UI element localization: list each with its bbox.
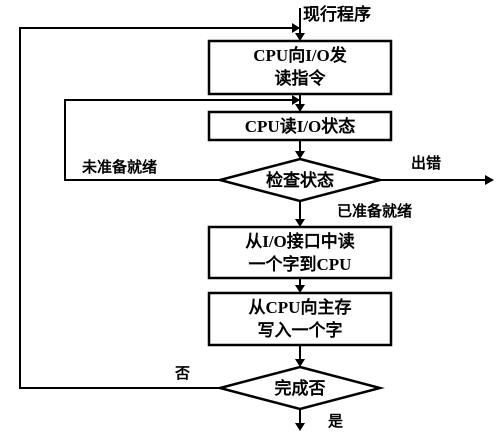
loop-back-arrowhead-done [292, 23, 300, 33]
step-send-read-command-line2: 读指令 [275, 68, 327, 88]
arrowhead-3 [295, 219, 305, 227]
loop-back-line-done [19, 27, 300, 389]
step-read-status-label: CPU读I/O状态 [245, 116, 356, 136]
label-no: 否 [174, 365, 190, 382]
label-ready: 已准备就绪 [337, 202, 412, 220]
arrowhead-4 [295, 285, 305, 293]
exit-arrowhead [295, 423, 305, 431]
step-send-read-command-line1: CPU向I/O发 [253, 45, 347, 65]
arrowhead-1 [295, 104, 305, 112]
step-write-memory-line2: 写入一个字 [258, 320, 343, 340]
step-read-word-line1: 从I/O接口中读 [245, 231, 355, 251]
error-branch-arrowhead [485, 175, 494, 185]
start-label: 现行程序 [303, 4, 371, 24]
label-yes: 是 [327, 413, 344, 430]
loop-back-line-not-ready [64, 99, 300, 181]
arrowhead-5 [295, 359, 305, 367]
label-error: 出错 [411, 154, 441, 172]
decision-check-status-label: 检查状态 [266, 170, 334, 190]
step-write-memory [207, 291, 393, 347]
step-read-word [207, 225, 393, 280]
label-not-ready: 未准备就绪 [81, 158, 157, 176]
decision-done-label: 完成否 [275, 378, 326, 398]
loop-back-arrowhead-not-ready [292, 95, 300, 105]
start-arrowhead [295, 33, 305, 41]
step-write-memory-line1: 从CPU向主存 [249, 297, 352, 317]
arrowhead-2 [295, 151, 305, 159]
step-read-status [207, 110, 393, 142]
step-read-word-line2: 一个字到CPU [249, 254, 352, 274]
step-send-read-command [207, 39, 393, 96]
